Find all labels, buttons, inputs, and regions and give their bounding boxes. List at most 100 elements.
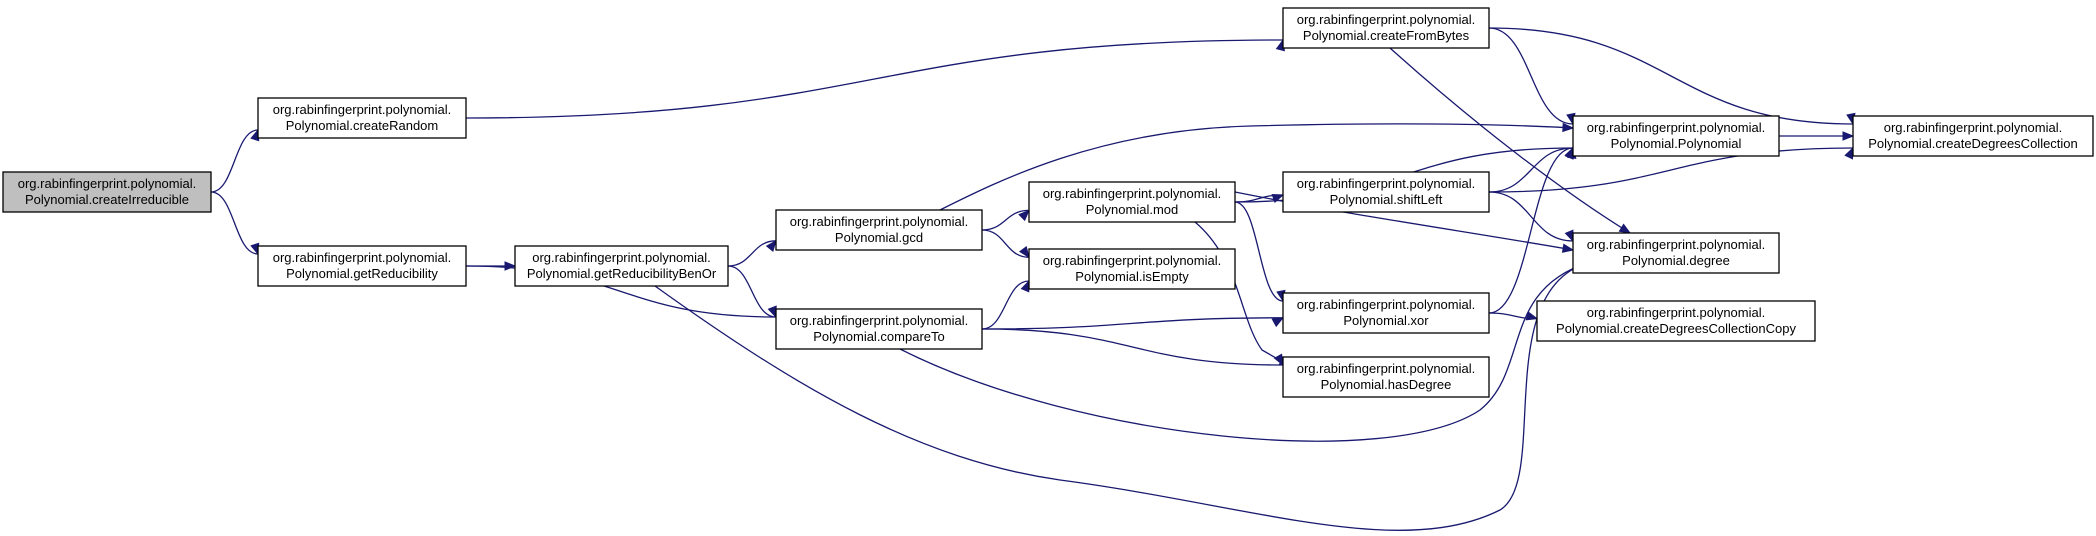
node-mod[interactable]: org.rabinfingerprint.polynomial.Polynomi…	[1028, 181, 1236, 223]
edge-mod-to-degree	[1234, 191, 1575, 253]
node-degree[interactable]: org.rabinfingerprint.polynomial.Polynomi…	[1572, 232, 1780, 274]
arrowhead-icon	[1562, 122, 1575, 133]
node-box	[1536, 300, 1816, 342]
node-box	[514, 245, 729, 287]
edge-createRandom-to-createFromBytes	[465, 38, 1285, 119]
node-label-method: Polynomial.createRandom	[286, 118, 438, 133]
node-box	[1028, 248, 1236, 290]
node-label-method: Polynomial.createFromBytes	[1303, 28, 1470, 43]
node-label-package: org.rabinfingerprint.polynomial.	[273, 250, 451, 265]
node-label-package: org.rabinfingerprint.polynomial.	[18, 176, 196, 191]
node-label-package: org.rabinfingerprint.polynomial.	[1297, 297, 1475, 312]
edge-xor-to-createDegreesCollectionCopy	[1488, 311, 1539, 321]
node-box	[257, 245, 467, 287]
arrowhead-icon	[1019, 246, 1030, 259]
edge-line	[939, 123, 1574, 211]
arrowhead-icon	[1844, 146, 1854, 160]
arrowhead-icon	[504, 261, 517, 271]
node-label-method: Polynomial.xor	[1343, 313, 1429, 328]
edge-line	[1488, 147, 1574, 314]
node-label-method: Polynomial.mod	[1086, 202, 1179, 217]
edge-line	[981, 209, 1030, 231]
node-box	[1282, 7, 1490, 49]
edge-line	[981, 328, 1284, 366]
edge-line	[981, 229, 1030, 258]
node-label-method: Polynomial.degree	[1622, 253, 1730, 268]
arrowhead-icon	[1018, 209, 1030, 222]
node-shiftLeft[interactable]: org.rabinfingerprint.polynomial.Polynomi…	[1282, 171, 1490, 213]
node-isEmpty[interactable]: org.rabinfingerprint.polynomial.Polynomi…	[1028, 248, 1236, 290]
edge-line	[1488, 191, 1574, 242]
node-createDegreesCollectionCopy[interactable]: org.rabinfingerprint.polynomial.Polynomi…	[1536, 300, 1816, 342]
edge-line	[465, 39, 1284, 119]
node-label-package: org.rabinfingerprint.polynomial.	[1587, 305, 1765, 320]
node-label-method: Polynomial.createIrreducible	[25, 192, 189, 207]
node-box	[775, 209, 983, 251]
edge-line	[1194, 221, 1291, 367]
node-label-method: Polynomial.shiftLeft	[1330, 192, 1443, 207]
node-label-package: org.rabinfingerprint.polynomial.	[1587, 237, 1765, 252]
edge-gcd-to-mod	[981, 209, 1030, 231]
node-label-method: Polynomial.getReducibility	[286, 266, 438, 281]
edge-line	[1488, 27, 1854, 125]
node-compareTo[interactable]: org.rabinfingerprint.polynomial.Polynomi…	[775, 308, 983, 350]
edge-line	[210, 191, 259, 255]
node-label-method: Polynomial.compareTo	[813, 329, 945, 344]
edge-Polynomial-to-createDegreesCollection	[1779, 131, 1855, 141]
arrowhead-icon	[1842, 131, 1855, 141]
edge-gcd-to-Polynomial	[939, 122, 1575, 211]
node-label-package: org.rabinfingerprint.polynomial.	[532, 250, 710, 265]
node-hasDegree[interactable]: org.rabinfingerprint.polynomial.Polynomi…	[1282, 356, 1490, 398]
edge-mod-to-hasDegree	[1194, 221, 1292, 367]
node-Polynomial[interactable]: org.rabinfingerprint.polynomial.Polynomi…	[1572, 115, 1780, 157]
edge-createIrreducible-to-getReducibility	[210, 191, 260, 256]
edge-line	[654, 261, 1591, 531]
node-box	[1852, 115, 2094, 157]
edge-compareTo-to-hasDegree	[981, 328, 1284, 367]
edge-line	[1488, 27, 1574, 125]
edge-shiftLeft-to-degree	[1488, 191, 1574, 243]
edge-getReducibilityBenOr-to-compareTo	[727, 265, 777, 319]
edge-line	[981, 317, 1284, 330]
node-xor[interactable]: org.rabinfingerprint.polynomial.Polynomi…	[1282, 292, 1490, 334]
node-gcd[interactable]: org.rabinfingerprint.polynomial.Polynomi…	[775, 209, 983, 251]
node-label-package: org.rabinfingerprint.polynomial.	[1884, 120, 2062, 135]
node-layer: org.rabinfingerprint.polynomial.Polynomi…	[2, 7, 2094, 398]
edge-line	[1389, 47, 1631, 234]
node-label-package: org.rabinfingerprint.polynomial.	[273, 102, 451, 117]
edge-createFromBytes-to-createDegreesCollection	[1488, 27, 1856, 126]
edge-line	[1234, 191, 1574, 251]
edge-line	[727, 265, 777, 318]
edge-line	[727, 240, 777, 267]
node-box	[1282, 292, 1490, 334]
arrowhead-icon	[1525, 311, 1539, 321]
arrowhead-icon	[1561, 243, 1575, 253]
node-createRandom[interactable]: org.rabinfingerprint.polynomial.Polynomi…	[257, 97, 467, 139]
edge-createFromBytes-to-degree	[1389, 47, 1632, 234]
node-label-package: org.rabinfingerprint.polynomial.	[1297, 176, 1475, 191]
node-label-package: org.rabinfingerprint.polynomial.	[1297, 361, 1475, 376]
node-getReducibilityBenOr[interactable]: org.rabinfingerprint.polynomial.Polynomi…	[514, 245, 729, 287]
edge-compareTo-to-isEmpty	[981, 279, 1030, 330]
node-label-method: Polynomial.isEmpty	[1075, 269, 1189, 284]
edge-gcd-to-isEmpty	[981, 229, 1030, 259]
edge-line	[1234, 201, 1284, 302]
edge-line	[1488, 147, 1854, 193]
edge-xor-to-Polynomial	[1488, 146, 1577, 314]
node-createIrreducible: org.rabinfingerprint.polynomial.Polynomi…	[2, 171, 212, 213]
node-createFromBytes[interactable]: org.rabinfingerprint.polynomial.Polynomi…	[1282, 7, 1490, 49]
node-getReducibility[interactable]: org.rabinfingerprint.polynomial.Polynomi…	[257, 245, 467, 287]
node-label-method: Polynomial.gcd	[835, 230, 923, 245]
edge-compareTo-to-degree	[899, 260, 1592, 442]
node-box	[1028, 181, 1236, 223]
node-label-package: org.rabinfingerprint.polynomial.	[790, 214, 968, 229]
arrowhead-icon	[1564, 229, 1574, 243]
node-createDegreesCollection[interactable]: org.rabinfingerprint.polynomial.Polynomi…	[1852, 115, 2094, 157]
node-label-method: Polynomial.Polynomial	[1611, 136, 1742, 151]
node-label-method: Polynomial.createDegreesCollection	[1868, 136, 2078, 151]
edge-line	[899, 261, 1591, 442]
node-label-method: Polynomial.createDegreesCollectionCopy	[1556, 321, 1796, 336]
node-box	[1572, 232, 1780, 274]
edge-line	[981, 280, 1030, 330]
